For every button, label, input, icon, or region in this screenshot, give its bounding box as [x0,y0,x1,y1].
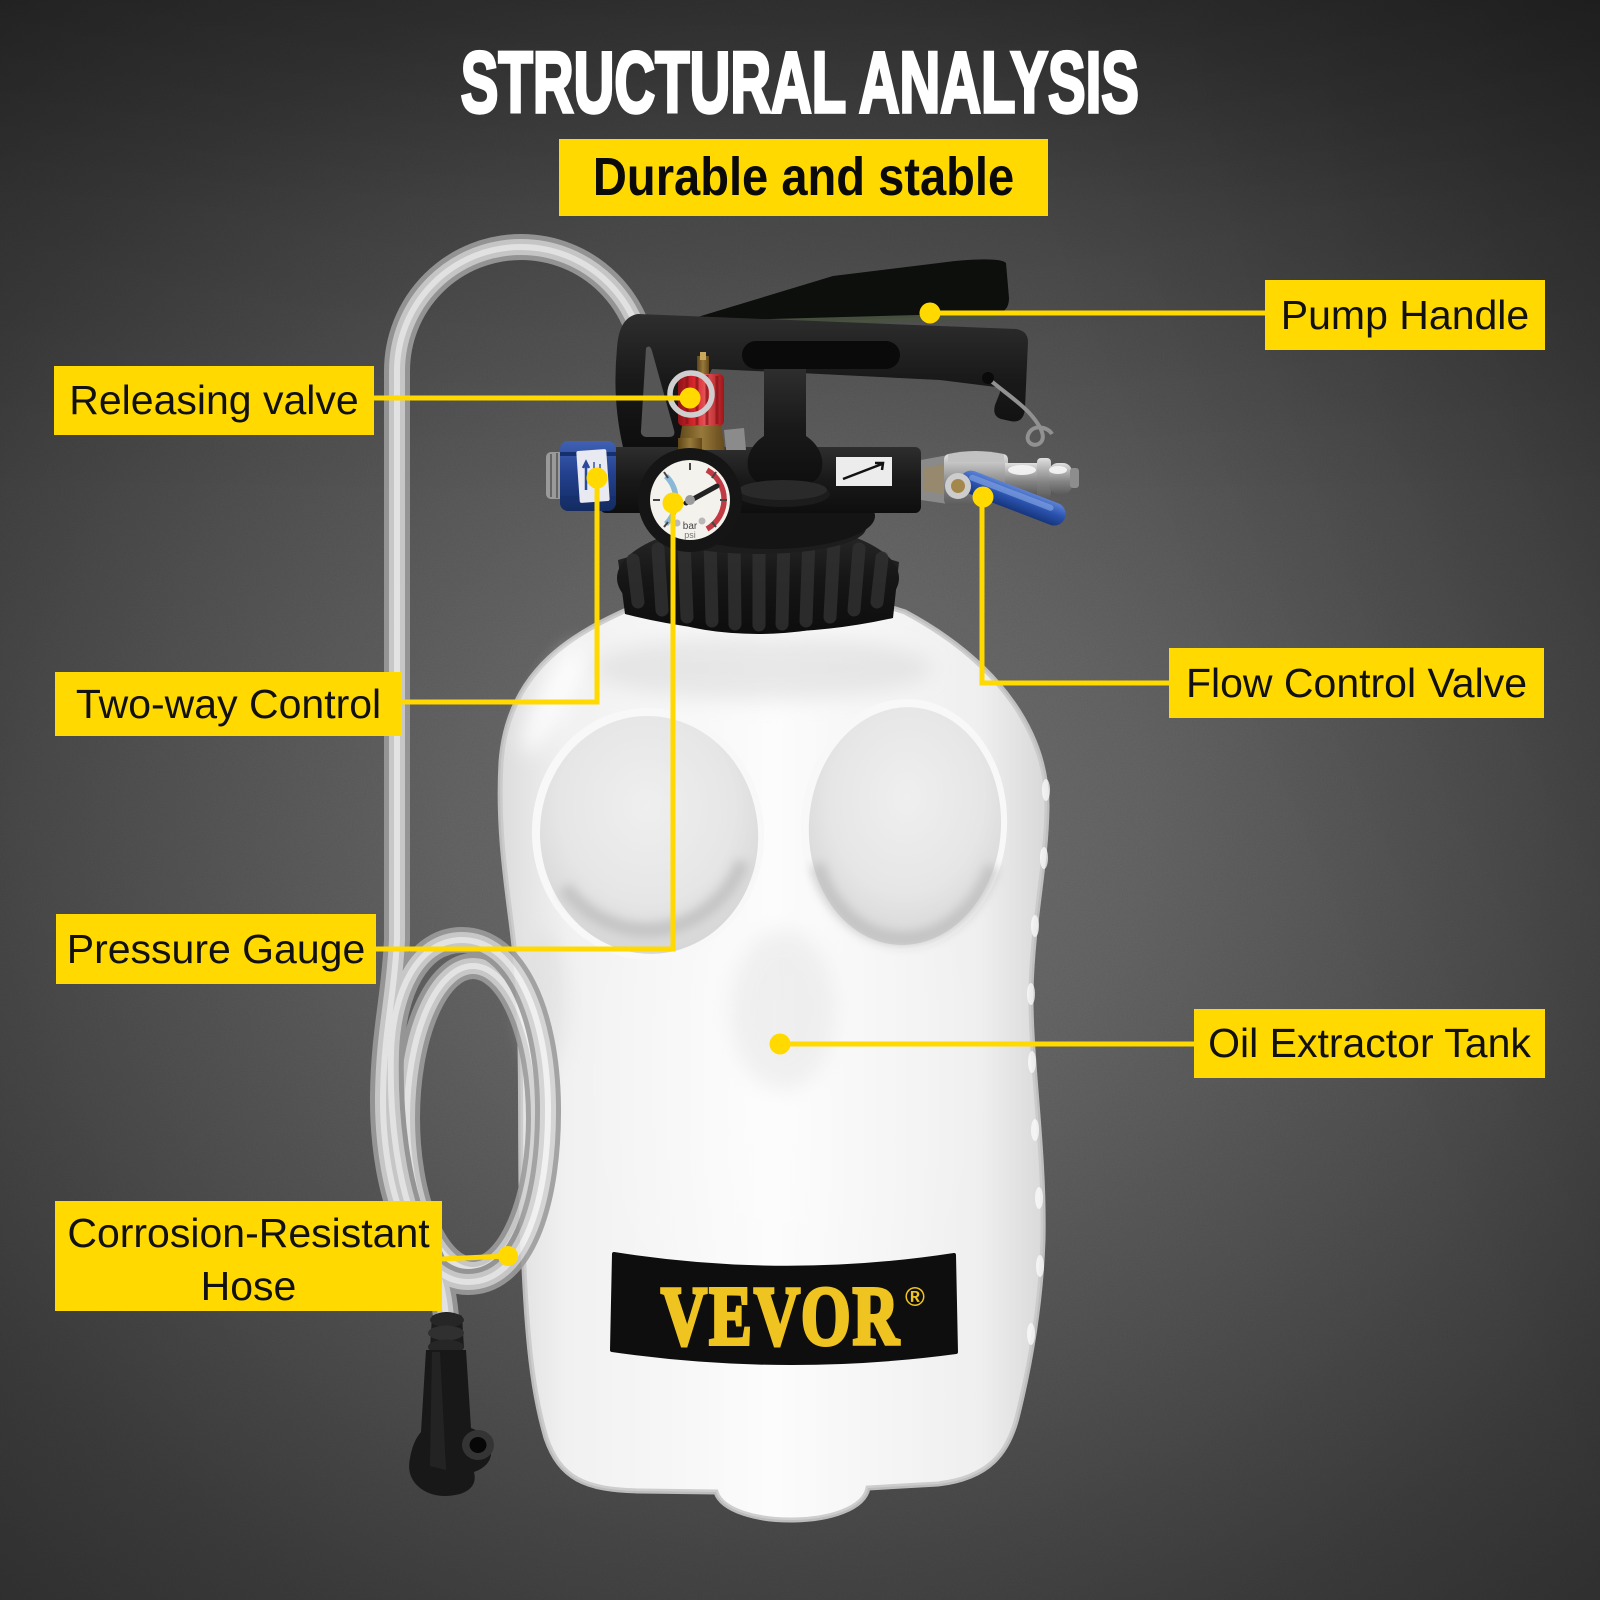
svg-text:®: ® [905,1282,925,1312]
svg-text:bar: bar [683,521,698,532]
svg-text:VEVOR: VEVOR [661,1270,901,1363]
svg-text:psi: psi [684,530,696,540]
